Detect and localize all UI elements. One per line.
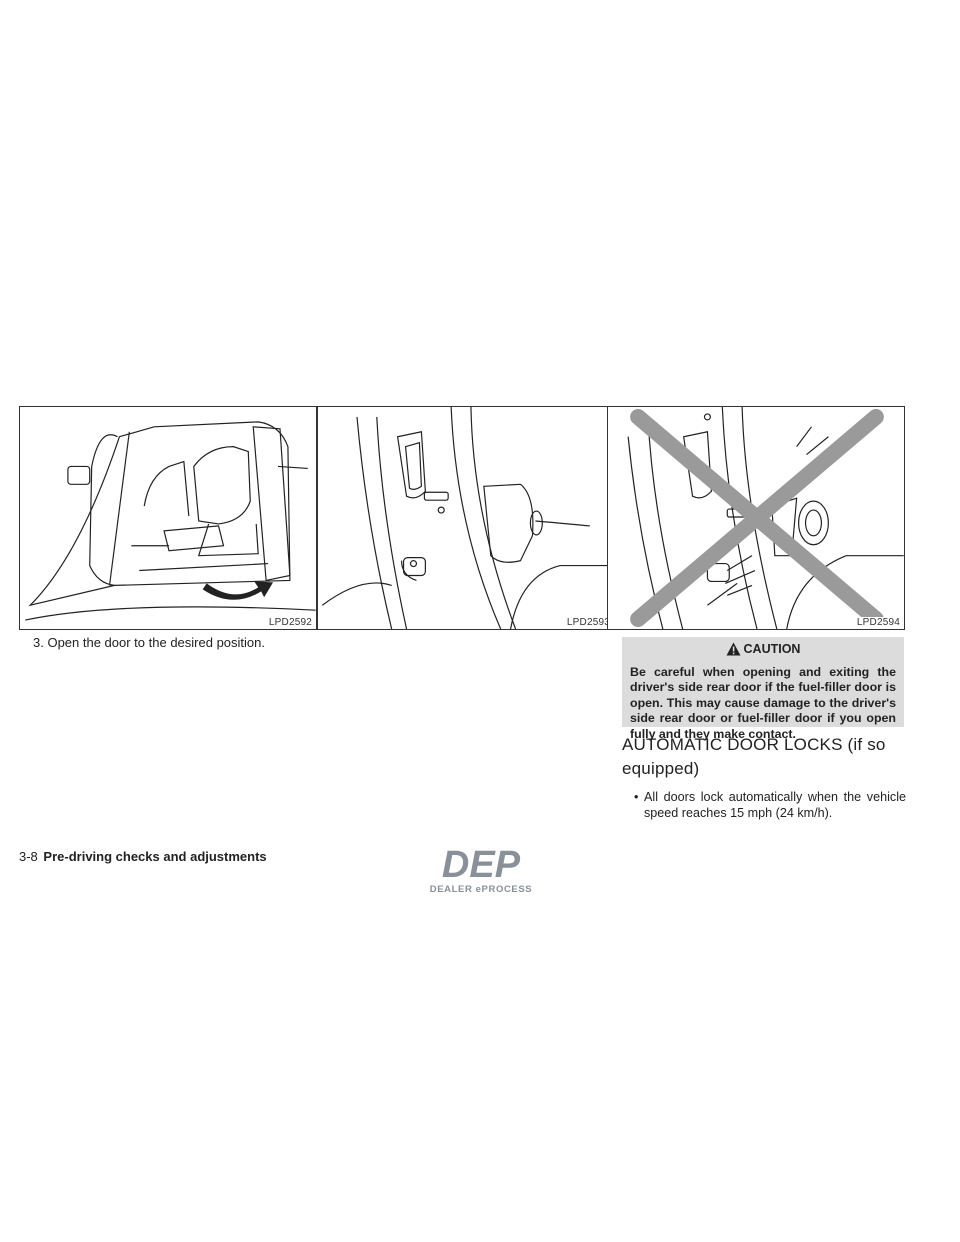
svg-text:DEALER ePROCESS: DEALER ePROCESS [430, 884, 532, 895]
fuel-filler-door-illustration [321, 407, 610, 629]
bullet-text: All doors lock automatically when the ve… [644, 790, 906, 820]
figure-door-open: LPD2592 [19, 406, 317, 630]
chapter-title: Pre-driving checks and adjustments [43, 849, 267, 864]
svg-text:DEP: DEP [442, 844, 521, 886]
step-3-text: 3. Open the door to the desired position… [33, 635, 265, 650]
figure-fuel-door: LPD2593 [317, 406, 615, 630]
warning-icon [726, 642, 741, 659]
section-heading: AUTOMATIC DOOR LOCKS (if so equipped) [622, 735, 886, 778]
caution-text: Be careful when opening and exiting the … [630, 665, 896, 741]
page-footer: 3-8 Pre-driving checks and adjustments [19, 849, 267, 864]
door-contact-illustration [627, 407, 904, 629]
caution-header: CAUTION [622, 642, 904, 659]
page-number: 3-8 [19, 849, 38, 864]
figure-code: LPD2593 [565, 617, 611, 628]
figure-door-contact-prohibited: LPD2594 [607, 406, 905, 630]
figure-code: LPD2594 [855, 617, 901, 628]
truck-door-illustration [25, 421, 316, 621]
caution-box: CAUTION Be careful when opening and exit… [622, 637, 904, 741]
bullet-dot-icon: • [634, 790, 639, 804]
bullet-item: • All doors lock automatically when the … [634, 789, 906, 821]
figure-code: LPD2592 [267, 617, 313, 628]
caution-label: CAUTION [743, 642, 801, 656]
dealer-eprocess-logo: DEP DEALER ePROCESS [419, 843, 544, 896]
